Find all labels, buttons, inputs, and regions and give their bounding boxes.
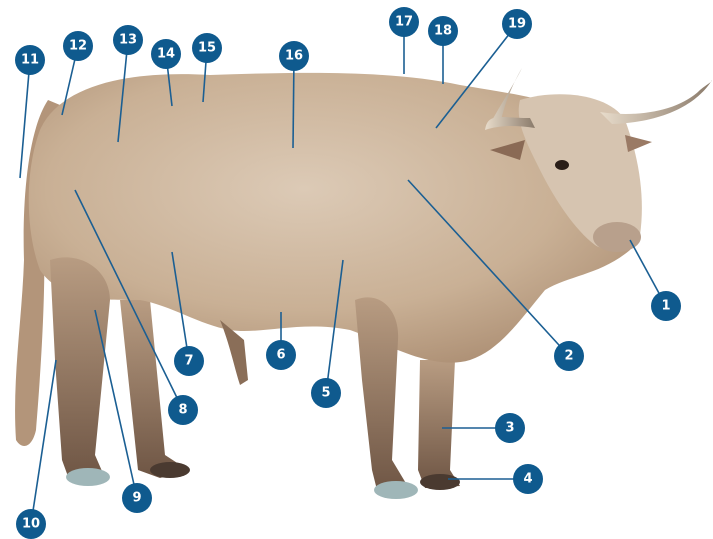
hind-leg-far bbox=[120, 300, 188, 478]
badge-number: 4 bbox=[523, 472, 532, 487]
label-badge-10: 10 bbox=[16, 509, 46, 539]
ear bbox=[625, 135, 652, 152]
badge-number: 2 bbox=[564, 349, 573, 364]
label-badge-4: 4 bbox=[513, 464, 543, 494]
badge-number: 5 bbox=[321, 386, 330, 401]
badge-number: 8 bbox=[178, 403, 187, 418]
label-badge-15: 15 bbox=[192, 33, 222, 63]
badge-number: 9 bbox=[132, 491, 141, 506]
badge-number: 18 bbox=[434, 24, 452, 39]
eye bbox=[555, 160, 569, 170]
label-badge-16: 16 bbox=[279, 41, 309, 71]
horn bbox=[600, 80, 712, 124]
hoof bbox=[374, 481, 418, 499]
badge-number: 15 bbox=[198, 41, 216, 56]
badge-number: 11 bbox=[21, 53, 39, 68]
label-badge-1: 1 bbox=[651, 291, 681, 321]
label-badge-3: 3 bbox=[495, 413, 525, 443]
label-badge-7: 7 bbox=[174, 346, 204, 376]
label-badge-14: 14 bbox=[151, 39, 181, 69]
fore-leg-far bbox=[418, 360, 460, 488]
badge-number: 10 bbox=[22, 517, 40, 532]
leader-line-11 bbox=[20, 60, 30, 178]
badge-number: 7 bbox=[184, 354, 193, 369]
label-badge-6: 6 bbox=[266, 340, 296, 370]
badge-number: 13 bbox=[119, 33, 137, 48]
label-badge-8: 8 bbox=[168, 395, 198, 425]
hind-leg-near bbox=[50, 257, 110, 482]
badge-number: 16 bbox=[285, 49, 303, 64]
badge-number: 12 bbox=[69, 39, 87, 54]
label-badge-18: 18 bbox=[428, 16, 458, 46]
label-badge-2: 2 bbox=[554, 341, 584, 371]
badge-number: 19 bbox=[508, 17, 526, 32]
label-badge-19: 19 bbox=[502, 9, 532, 39]
hoof bbox=[420, 474, 460, 490]
label-badge-13: 13 bbox=[113, 25, 143, 55]
label-badge-5: 5 bbox=[311, 378, 341, 408]
hoof bbox=[150, 462, 190, 478]
badge-number: 6 bbox=[276, 348, 285, 363]
badge-number: 17 bbox=[395, 15, 413, 30]
hoof bbox=[66, 468, 110, 486]
badge-number: 3 bbox=[505, 421, 514, 436]
label-badge-9: 9 bbox=[122, 483, 152, 513]
label-badge-17: 17 bbox=[389, 7, 419, 37]
badge-number: 1 bbox=[661, 299, 670, 314]
label-badge-11: 11 bbox=[15, 45, 45, 75]
badge-number: 14 bbox=[157, 47, 175, 62]
label-badge-12: 12 bbox=[63, 31, 93, 61]
